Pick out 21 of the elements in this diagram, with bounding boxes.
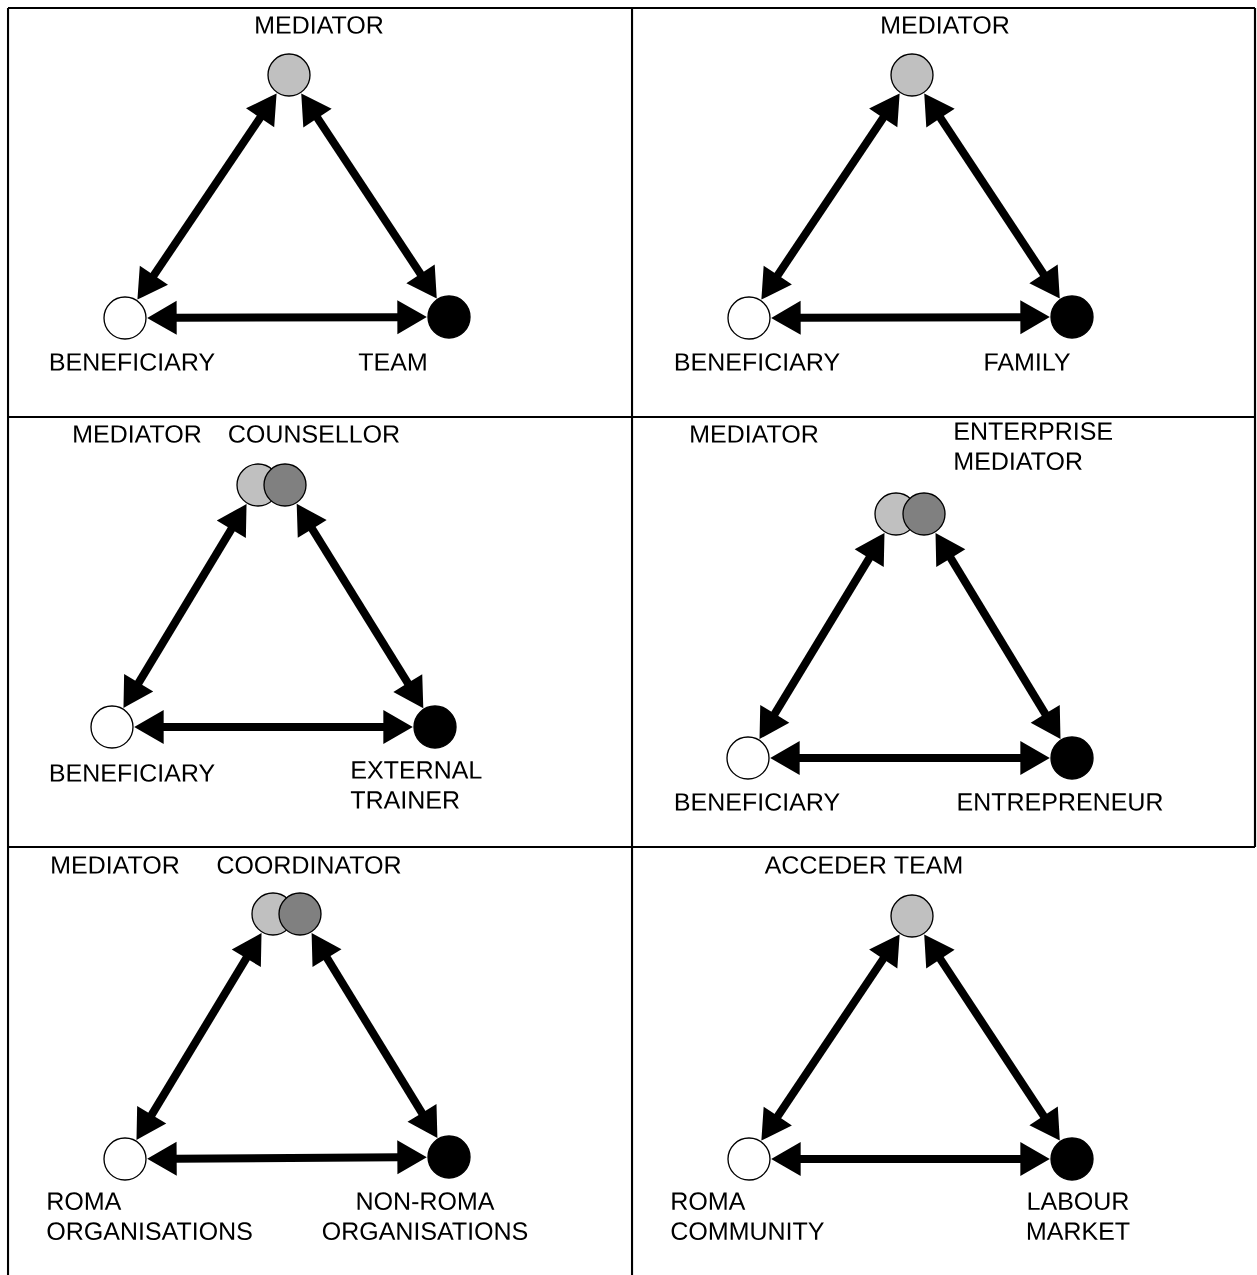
node-label: ENTREPRENEUR <box>958 793 1163 811</box>
node-label: ENTERPRISE MEDIATOR <box>955 422 1112 471</box>
node-label: MEDIATOR <box>52 856 179 874</box>
node-label: LABOUR MARKET <box>1027 1192 1130 1240</box>
node-label: ACCEDER TEAM <box>764 856 962 874</box>
node-label: EXTERNAL TRAINER <box>350 761 482 809</box>
node-label: MEDIATOR <box>691 425 818 443</box>
node-label: BENEFICIARY <box>675 793 840 811</box>
node-label: BENEFICIARY <box>50 764 215 782</box>
node-label: MEDIATOR <box>74 425 201 443</box>
node-label: MEDIATOR <box>882 16 1009 34</box>
node-label: COUNSELLOR <box>229 425 399 443</box>
node-label: BENEFICIARY <box>675 353 840 371</box>
node-label: COORDINATOR <box>217 856 401 874</box>
node-label: BENEFICIARY <box>50 353 215 371</box>
node-label: ROMA ORGANISATIONS <box>47 1192 252 1241</box>
node-label: ROMA COMMUNITY <box>671 1192 824 1241</box>
node-label: NON-ROMA ORGANISATIONS <box>322 1192 528 1241</box>
node-label: TEAM <box>358 353 426 371</box>
node-label: MEDIATOR <box>256 16 383 34</box>
node-label: FAMILY <box>985 353 1070 371</box>
